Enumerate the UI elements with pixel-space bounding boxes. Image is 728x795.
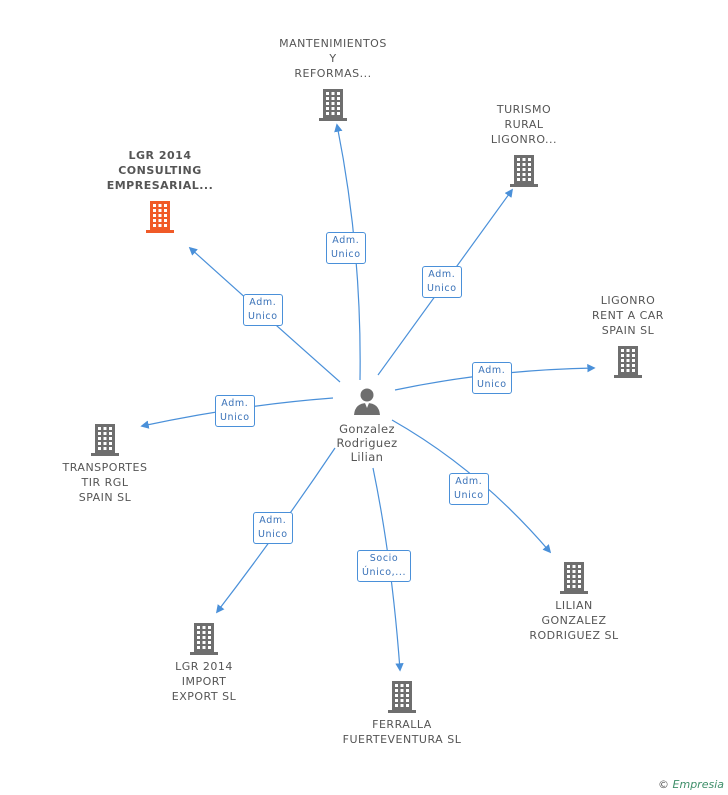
edge-label-lgr-import[interactable]: Adm. Unico	[253, 512, 293, 544]
node-lgr-import[interactable]: LGR 2014 IMPORT EXPORT SL	[152, 621, 256, 704]
edge-label-mantenimientos[interactable]: Adm. Unico	[326, 232, 366, 264]
edge-label-ligonro-rent[interactable]: Adm. Unico	[472, 362, 512, 394]
edge-label-lgr-consulting[interactable]: Adm. Unico	[243, 294, 283, 326]
copyright-icon: ©	[658, 778, 670, 791]
node-label: LGR 2014 IMPORT EXPORT SL	[171, 660, 237, 703]
building-icon	[146, 201, 174, 233]
edge-label-transportes[interactable]: Adm. Unico	[215, 395, 255, 427]
center-person[interactable]: Gonzalez Rodriguez Lilian	[322, 386, 412, 464]
edge-label-lilian[interactable]: Adm. Unico	[449, 473, 489, 505]
footer-brand[interactable]: © Empresia	[658, 778, 724, 791]
building-icon	[560, 562, 588, 594]
node-label: TURISMO RURAL LIGONRO...	[490, 103, 558, 146]
brand-name: Empresia	[672, 778, 724, 791]
node-ferralla[interactable]: FERRALLA FUERTEVENTURA SL	[335, 679, 469, 747]
building-icon	[319, 89, 347, 121]
node-label: LILIAN GONZALEZ RODRIGUEZ SL	[529, 599, 619, 642]
node-label: TRANSPORTES TIR RGL SPAIN SL	[62, 461, 148, 504]
building-icon	[388, 681, 416, 713]
node-label: LIGONRO RENT A CAR SPAIN SL	[592, 294, 664, 337]
building-icon	[510, 155, 538, 187]
node-label: MANTENIMIENTOS Y REFORMAS...	[279, 37, 387, 80]
node-ligonro-rent[interactable]: LIGONRO RENT A CAR SPAIN SL	[578, 293, 678, 378]
node-label: LGR 2014 CONSULTING EMPRESARIAL...	[106, 149, 214, 192]
edge-label-ferralla[interactable]: Socio Único,...	[357, 550, 412, 582]
node-transportes[interactable]: TRANSPORTES TIR RGL SPAIN SL	[50, 422, 160, 505]
node-mantenimientos[interactable]: MANTENIMIENTOS Y REFORMAS...	[277, 36, 389, 121]
node-label: FERRALLA FUERTEVENTURA SL	[342, 718, 462, 746]
person-icon	[354, 388, 380, 415]
building-icon	[91, 424, 119, 456]
center-person-name: Gonzalez Rodriguez Lilian	[336, 422, 398, 464]
node-lgr-consulting[interactable]: LGR 2014 CONSULTING EMPRESARIAL...	[100, 148, 220, 233]
node-turismo[interactable]: TURISMO RURAL LIGONRO...	[474, 102, 574, 187]
node-lilian[interactable]: LILIAN GONZALEZ RODRIGUEZ SL	[518, 560, 630, 643]
edge-label-turismo[interactable]: Adm. Unico	[422, 266, 462, 298]
building-icon	[614, 346, 642, 378]
building-icon	[190, 623, 218, 655]
